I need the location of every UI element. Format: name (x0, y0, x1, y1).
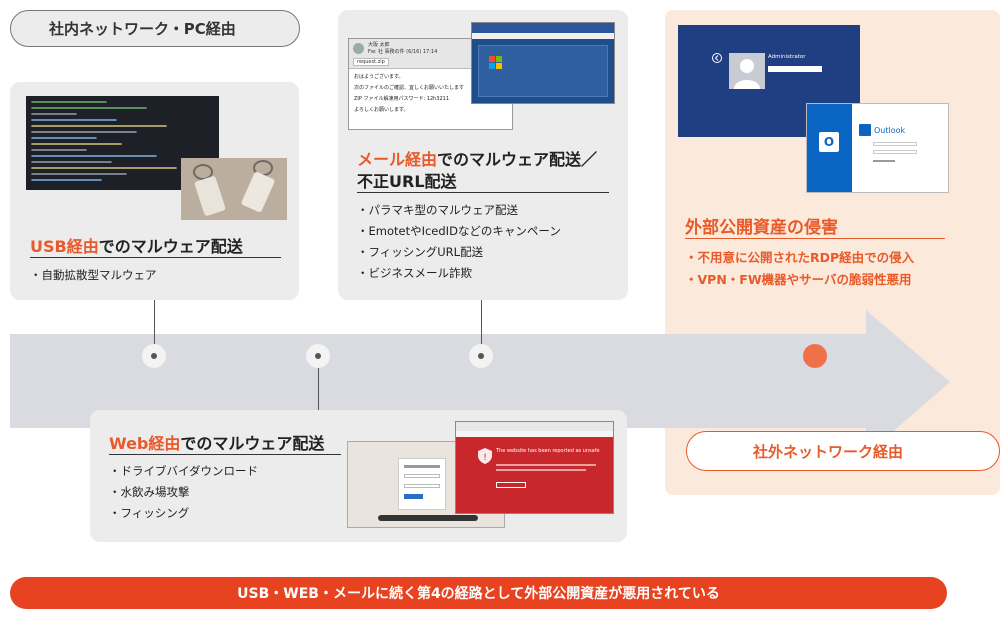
rdp-login-screenshot: Administrator (678, 25, 860, 137)
web-title: Web経由でのマルウェア配送 (109, 430, 324, 454)
go-back-button (496, 482, 526, 488)
mail-bullet: ・パラマキ型のマルウェア配送 (357, 203, 518, 217)
outlook-small-icon (859, 124, 871, 136)
external-network-label: 社外ネットワーク経由 (686, 431, 1000, 471)
web-bullet-list: ・ドライブバイダウンロード ・水飲み場攻撃 ・フィッシング (109, 461, 258, 524)
mail-title-rest: でのマルウェア配送／ (437, 150, 598, 169)
public-bullet: ・VPN・FW機器やサーバの脆弱性悪用 (685, 272, 912, 287)
email-attachment: request.zip (353, 58, 389, 66)
mail-title-highlight: メール経由 (357, 150, 438, 169)
shield-warning-icon: ! (478, 448, 492, 464)
mail-title-line2: 不正URL配送 (357, 172, 457, 191)
public-divider (685, 238, 945, 239)
web-title-rest: でのマルウェア配送 (180, 434, 325, 453)
email-body-line: 次のファイルのご確認、宜しくお願いいたします (354, 85, 465, 91)
mail-bullet: ・EmotetやIcedIDなどのキャンペーン (357, 224, 561, 238)
email-body-line: おはようございます。 (354, 74, 404, 80)
unsafe-site-warning-screenshot: ! The website has been reported as unsaf… (455, 421, 614, 514)
user-avatar (729, 53, 765, 89)
outlook-label: Outlook (874, 125, 906, 135)
warning-heading: The website has been reported as unsafe (496, 448, 600, 454)
internal-network-label-text: 社内ネットワーク・PC経由 (49, 20, 236, 38)
usb-drive-photo (181, 158, 287, 220)
usb-script-screenshot (26, 96, 219, 190)
external-network-label-text: 社外ネットワーク経由 (753, 442, 904, 461)
usb-bullet-list: ・自動拡散型マルウェア (30, 265, 157, 286)
timeline-dot-public (803, 344, 827, 368)
timeline-dot-web (306, 344, 330, 368)
timeline-dot-mail (469, 344, 493, 368)
email-sender: 大阪 太郎 (368, 42, 390, 48)
rdp-username: Administrator (768, 54, 806, 60)
usb-divider (30, 257, 281, 258)
microsoft-phishing-page-screenshot (471, 22, 615, 104)
public-bullet-list: ・不用意に公開されたRDP経由での侵入 ・VPN・FW機器やサーバの脆弱性悪用 (685, 247, 914, 291)
usb-title: USB経由でのマルウェア配送 (30, 233, 243, 257)
email-body-line: ZIP ファイル解凍用パスワード: 12h3211 (354, 96, 450, 102)
outlook-logo-icon: O (819, 132, 839, 152)
web-connector (318, 356, 319, 410)
rdp-password-field (768, 66, 822, 72)
usb-title-rest: でのマルウェア配送 (98, 237, 243, 256)
mail-bullet: ・フィッシングURL配送 (357, 245, 484, 259)
back-arrow-icon (712, 53, 722, 63)
web-bullet: ・水飲み場攻撃 (109, 485, 190, 499)
mail-connector (481, 300, 482, 356)
mail-title-line1: メール経由でのマルウェア配送／ (357, 146, 597, 170)
svg-text:!: ! (483, 453, 487, 463)
mail-bullet-list: ・パラマキ型のマルウェア配送 ・EmotetやIcedIDなどのキャンペーン ・… (357, 200, 561, 284)
summary-banner: USB・WEB・メールに続く第4の経路として外部公開資産が悪用されている (10, 577, 947, 609)
timeline-dot-usb (142, 344, 166, 368)
public-assets-title: 外部公開資産の侵害 (685, 218, 838, 238)
outlook-login-screenshot: O Outlook (806, 103, 949, 193)
summary-banner-text: USB・WEB・メールに続く第4の経路として外部公開資産が悪用されている (237, 586, 720, 602)
internal-network-label: 社内ネットワーク・PC経由 (10, 10, 300, 47)
web-divider (109, 454, 341, 455)
mail-divider (357, 192, 609, 193)
usb-connector (154, 300, 155, 356)
email-body-line: よろしくお願いします。 (354, 107, 409, 113)
usb-bullet: ・自動拡散型マルウェア (30, 268, 157, 282)
web-title-highlight: Web経由 (109, 434, 181, 453)
sender-avatar (353, 42, 364, 54)
web-bullet: ・フィッシング (109, 506, 190, 520)
public-bullet: ・不用意に公開されたRDP経由での侵入 (685, 250, 915, 265)
email-subject: Fw: 社 事務の件 (6/16) 17:14 (368, 49, 438, 55)
mail-bullet: ・ビジネスメール詐欺 (357, 266, 472, 280)
web-bullet: ・ドライブバイダウンロード (109, 464, 259, 478)
microsoft-logo-icon (489, 56, 502, 69)
usb-title-highlight: USB経由 (30, 237, 99, 256)
